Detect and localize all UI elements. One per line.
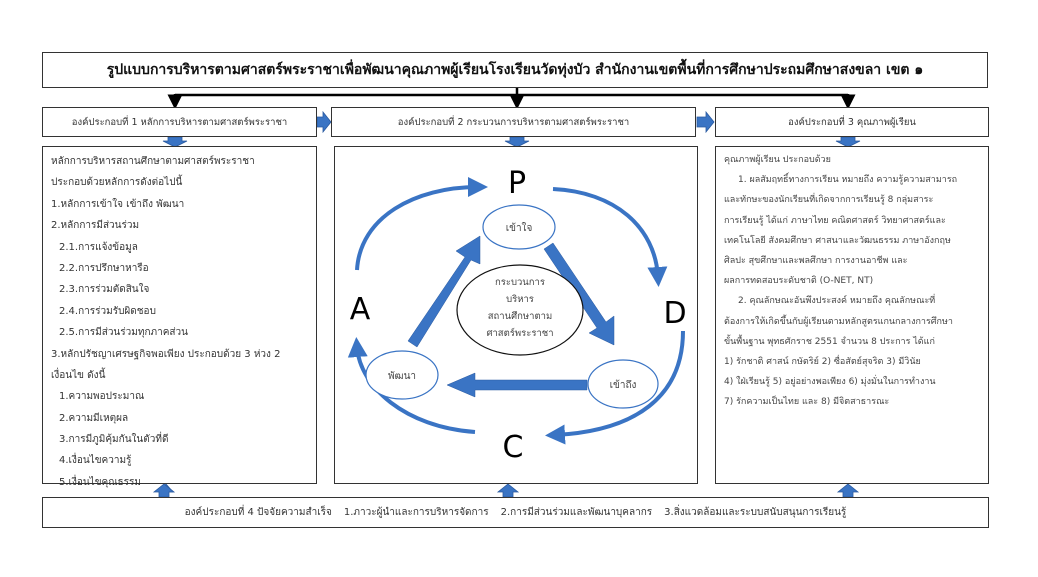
node-access <box>587 359 659 409</box>
arrow-develop-to-understand <box>407 235 481 348</box>
arrow-down-2 <box>504 136 530 148</box>
component-3-label: องค์ประกอบที่ 3 คุณภาพผู้เรียน <box>788 116 916 128</box>
principles-subitem: 4.เงื่อนไขความรู้ <box>59 455 132 467</box>
node-access-label: เข้าถึง <box>610 379 637 391</box>
principles-line: 1.หลักการเข้าใจ เข้าถึง พัฒนา <box>51 198 185 210</box>
principles-line: ประกอบด้วยหลักการดังต่อไปนี้ <box>51 177 183 189</box>
center-label-line: บริหาร <box>506 294 534 305</box>
principles-subitem: 2.2.การปรึกษาหารือ <box>59 262 149 274</box>
principles-subitem: 3.การมีภูมิคุ้มกันในตัวที่ดี <box>59 434 169 446</box>
top-connector <box>167 88 856 110</box>
node-develop-label: พัฒนา <box>388 371 416 382</box>
quality-line: ต้องการให้เกิดขึ้นกับผู้เรียนตามหลักสูตร… <box>724 316 953 327</box>
component-1-label: องค์ประกอบที่ 1 หลักการบริหารตามศาสตร์พร… <box>71 116 288 128</box>
student-quality-panel: คุณภาพผู้เรียน ประกอบด้วย 1. ผลสัมฤทธิ์ท… <box>715 146 989 484</box>
component-2-label: องค์ประกอบที่ 2 กระบวนการบริหารตามศาสตร์… <box>397 116 630 128</box>
component-3-box: องค์ประกอบที่ 3 คุณภาพผู้เรียน <box>715 107 989 137</box>
principles-subitem: 2.1.การแจ้งข้อมูล <box>59 241 138 253</box>
node-understand-label: เข้าใจ <box>506 222 533 234</box>
process-panel: เข้าใจ เข้าถึง พัฒนา กระบวนการ บริหาร สถ… <box>334 146 698 484</box>
principles-subitem: 2.3.การร่วมตัดสินใจ <box>59 284 150 296</box>
quality-line: ขั้นพื้นฐาน พุทธศักราช 2551 จำนวน 8 ประก… <box>724 336 935 347</box>
arc-d-to-c <box>545 330 685 445</box>
quality-line: และทักษะของนักเรียนที่เกิดจากการเรียนรู้… <box>724 195 934 206</box>
quality-line: 7) รักความเป็นไทย และ 8) มีจิตสาธารณะ <box>724 397 890 408</box>
principles-panel: หลักการบริหารสถานศึกษาตามศาสตร์พระราชา ป… <box>42 146 317 488</box>
success-factors-label: องค์ประกอบที่ 4 ปัจจัยความสำเร็จ <box>184 507 332 518</box>
center-label-line: กระบวนการ <box>495 277 545 288</box>
arrow-right-2-3 <box>696 110 715 134</box>
principles-subitem: 2.ความมีเหตุผล <box>59 412 129 424</box>
arrow-up-bottom-1 <box>152 483 176 498</box>
principles-line: เงื่อนไข ดังนี้ <box>51 369 106 381</box>
component-1-box: องค์ประกอบที่ 1 หลักการบริหารตามศาสตร์พร… <box>42 107 317 137</box>
success-factor-item: 1.ภาวะผู้นำและการบริหารจัดการ <box>343 507 489 518</box>
principles-subitem: 2.5.การมีส่วนร่วมทุกภาคส่วน <box>59 327 188 339</box>
pdca-letter-p: P <box>508 166 526 201</box>
principles-line: 2.หลักการมีส่วนร่วม <box>51 220 140 232</box>
arrow-down-3 <box>835 136 861 148</box>
quality-line: 2. คุณลักษณะอันพึงประสงค์ หมายถึง คุณลัก… <box>738 296 936 307</box>
success-factors-box: องค์ประกอบที่ 4 ปัจจัยความสำเร็จ 1.ภาวะผ… <box>42 497 989 528</box>
center-process-ellipse <box>456 264 584 356</box>
arrow-up-bottom-2 <box>496 483 520 498</box>
node-understand <box>482 204 556 250</box>
quality-line: 4) ใฝ่เรียนรู้ 5) อยู่อย่างพอเพียง 6) มุ… <box>724 377 936 388</box>
principles-subitem: 5.เงื่อนไขคุณธรรม <box>59 476 141 488</box>
diagram-title: รูปแบบการบริหารตามศาสตร์พระราชาเพื่อพัฒน… <box>106 62 924 78</box>
quality-line: การเรียนรู้ ได้แก่ ภาษาไทย คณิตศาสตร์ วิ… <box>724 215 946 226</box>
arrow-right-1-2 <box>316 110 332 134</box>
quality-line: 1) รักชาติ ศาสน์ กษัตริย์ 2) ซื่อสัตย์สุ… <box>724 356 921 367</box>
component-2-box: องค์ประกอบที่ 2 กระบวนการบริหารตามศาสตร์… <box>331 107 696 137</box>
arrow-access-to-develop <box>446 372 588 398</box>
center-label-line: สถานศึกษาตาม <box>488 311 553 322</box>
quality-line: ศิลปะ สุขศึกษาและพลศึกษา การงานอาชีพ และ <box>724 255 908 266</box>
pdca-letter-c: C <box>503 430 524 465</box>
principles-line: หลักการบริหารสถานศึกษาตามศาสตร์พระราชา <box>51 156 255 167</box>
pdca-letter-d: D <box>663 296 686 331</box>
principles-line: 3.หลักปรัชญาเศรษฐกิจพอเพียง ประกอบด้วย 3… <box>51 348 281 360</box>
principles-subitem: 2.4.การร่วมรับผิดชอบ <box>59 305 156 317</box>
arrow-down-1 <box>162 136 188 148</box>
success-factor-item: 2.การมีส่วนร่วมและพัฒนาบุคลากร <box>500 507 653 518</box>
title-box: รูปแบบการบริหารตามศาสตร์พระราชาเพื่อพัฒน… <box>42 52 988 88</box>
arrow-up-bottom-3 <box>836 483 860 498</box>
principles-subitem: 1.ความพอประมาณ <box>59 391 145 403</box>
quality-line: 1. ผลสัมฤทธิ์ทางการเรียน หมายถึง ความรู้… <box>738 175 958 186</box>
quality-line: ผลการทดสอบระดับชาติ (O-NET, NT) <box>724 276 874 287</box>
pdca-letter-a: A <box>350 292 371 327</box>
quality-line: เทคโนโลยี สังคมศึกษา ศาสนาและวัฒนธรรม ภา… <box>724 235 951 246</box>
pdca-cycle-diagram: เข้าใจ เข้าถึง พัฒนา กระบวนการ บริหาร สถ… <box>347 166 687 465</box>
node-develop <box>365 350 439 400</box>
arc-p-to-d <box>552 187 668 287</box>
quality-line: คุณภาพผู้เรียน ประกอบด้วย <box>724 155 831 165</box>
arc-c-to-a <box>347 337 476 434</box>
arc-a-to-p <box>355 177 488 271</box>
success-factor-item: 3.สิ่งแวดล้อมและระบบสนับสนุนการเรียนรู้ <box>664 507 847 518</box>
center-label-line: ศาสตร์พระราชา <box>486 327 553 339</box>
